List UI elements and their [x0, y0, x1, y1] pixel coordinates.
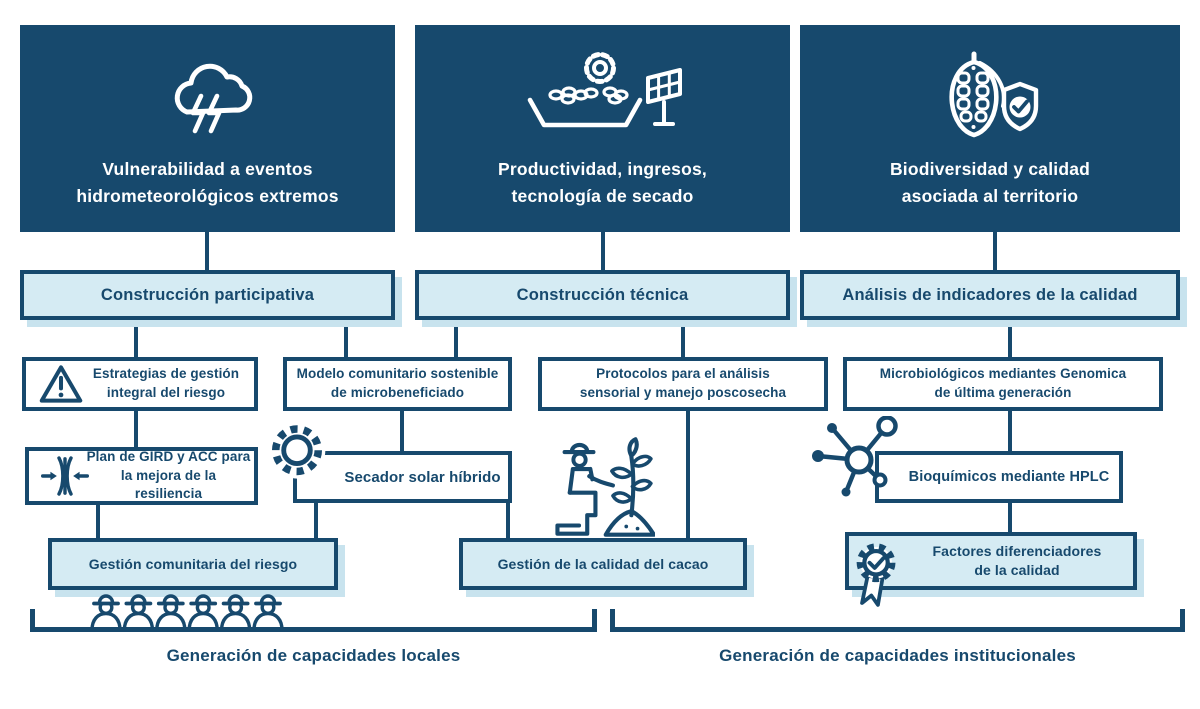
- connector-header3-level2: [993, 230, 997, 274]
- connector-modelo-secador: [400, 409, 404, 455]
- level4-plan-gird: Plan de GIRD y ACC para la mejora de la …: [25, 447, 258, 505]
- level5-factores-diferenciadores: Factores diferenciadores de la calidad: [845, 532, 1137, 590]
- level3-microbiologicos: Microbiológicos mediantes Genomica de úl…: [843, 357, 1163, 411]
- warning-triangle-icon: [39, 365, 83, 403]
- footer-label-institutional: Generación de capacidades institucionale…: [719, 646, 1076, 665]
- level3-label: Protocolos para el análisis sensorial y …: [579, 366, 787, 400]
- header-label: Vulnerabilidad a eventos hidrometeorológ…: [76, 159, 339, 206]
- sun-drying-tray-solar-panel-icon: [527, 52, 682, 128]
- level2-construccion-tecnica: Construcción técnica: [415, 270, 790, 320]
- bracket-local-left-tick: [30, 609, 35, 632]
- bracket-institutional-left-tick: [610, 609, 615, 632]
- level2-construccion-participativa: Construcción participativa: [20, 270, 395, 320]
- level5-label: Factores diferenciadores de la calidad: [932, 543, 1102, 578]
- level4-label: Plan de GIRD y ACC para la mejora de la …: [86, 448, 251, 502]
- connector-participativa-modelo: [344, 316, 348, 361]
- connector-analisis-microbiologicos: [1008, 316, 1012, 361]
- level2-label: Construcción técnica: [516, 285, 689, 304]
- footer-label-local: Generación de capacidades locales: [166, 646, 461, 665]
- level4-bioquimicos: Bioquímicos mediante HPLC: [875, 451, 1123, 503]
- resilience-arrows-icon: [41, 456, 89, 496]
- bracket-local-bar: [30, 627, 597, 632]
- level3-modelo-comunitario: Modelo comunitario sostenible de microbe…: [283, 357, 512, 411]
- bracket-institutional-right-tick: [1180, 609, 1185, 632]
- connector-header2-level2: [601, 230, 605, 274]
- header-label: Productividad, ingresos, tecnología de s…: [497, 159, 707, 206]
- level3-label: Modelo comunitario sostenible de microbe…: [296, 366, 499, 400]
- level2-label: Análisis de indicadores de la calidad: [842, 285, 1138, 304]
- connector-tecnica-modelo: [454, 316, 458, 361]
- header-vulnerabilidad: Vulnerabilidad a eventos hidrometeorológ…: [20, 25, 395, 232]
- connector-microbiologicos-bioquimicos: [1008, 409, 1012, 455]
- level5-gestion-comunitaria: Gestión comunitaria del riesgo: [48, 538, 338, 590]
- level3-label: Estrategias de gestión integral del ries…: [92, 366, 240, 400]
- connector-protocolos-gestioncalidad: [686, 409, 690, 540]
- level4-secador-solar: Secador solar híbrido: [293, 451, 512, 503]
- farmers-group-icon: [90, 594, 284, 632]
- connector-header1-level2: [205, 230, 209, 274]
- bracket-institutional-bar: [610, 627, 1185, 632]
- molecule-icon: [812, 416, 898, 497]
- level3-estrategias-gestion: Estrategias de gestión integral del ries…: [22, 357, 258, 411]
- level5-label: Gestión comunitaria del riesgo: [88, 555, 298, 572]
- header-productividad: Productividad, ingresos, tecnología de s…: [415, 25, 790, 232]
- farmer-planting-icon: [555, 437, 655, 537]
- connector-secador-gestioncalidad: [506, 500, 510, 540]
- level5-label: Gestión de la calidad del cacao: [497, 555, 709, 572]
- cacao-pod-shield-check-icon: [949, 51, 1039, 138]
- award-medal-icon: [856, 543, 896, 607]
- connector-participativa-estrategias: [134, 316, 138, 361]
- level2-analisis-indicadores: Análisis de indicadores de la calidad: [800, 270, 1180, 320]
- level4-label: Secador solar híbrido: [344, 468, 501, 486]
- connector-estrategias-plan: [134, 409, 138, 453]
- level2-label: Construcción participativa: [100, 285, 315, 304]
- sun-gear-icon: [268, 421, 326, 479]
- header-label: Biodiversidad y calidad asociada al terr…: [889, 159, 1091, 206]
- bracket-local-right-tick: [592, 609, 597, 632]
- level4-label: Bioquímicos mediante HPLC: [908, 468, 1110, 485]
- level3-label: Microbiológicos mediantes Genomica de úl…: [879, 366, 1127, 400]
- level5-gestion-calidad-cacao: Gestión de la calidad del cacao: [459, 538, 747, 590]
- connector-bioquimicos-factores: [1008, 499, 1012, 535]
- connector-plan-gestioncomunitaria: [96, 502, 100, 540]
- level3-protocolos: Protocolos para el análisis sensorial y …: [538, 357, 828, 411]
- header-biodiversidad: Biodiversidad y calidad asociada al terr…: [800, 25, 1180, 232]
- storm-cloud-lightning-icon: [174, 63, 252, 134]
- connector-tecnica-protocolos: [681, 316, 685, 361]
- connector-secador-gestioncomunitaria: [314, 500, 318, 540]
